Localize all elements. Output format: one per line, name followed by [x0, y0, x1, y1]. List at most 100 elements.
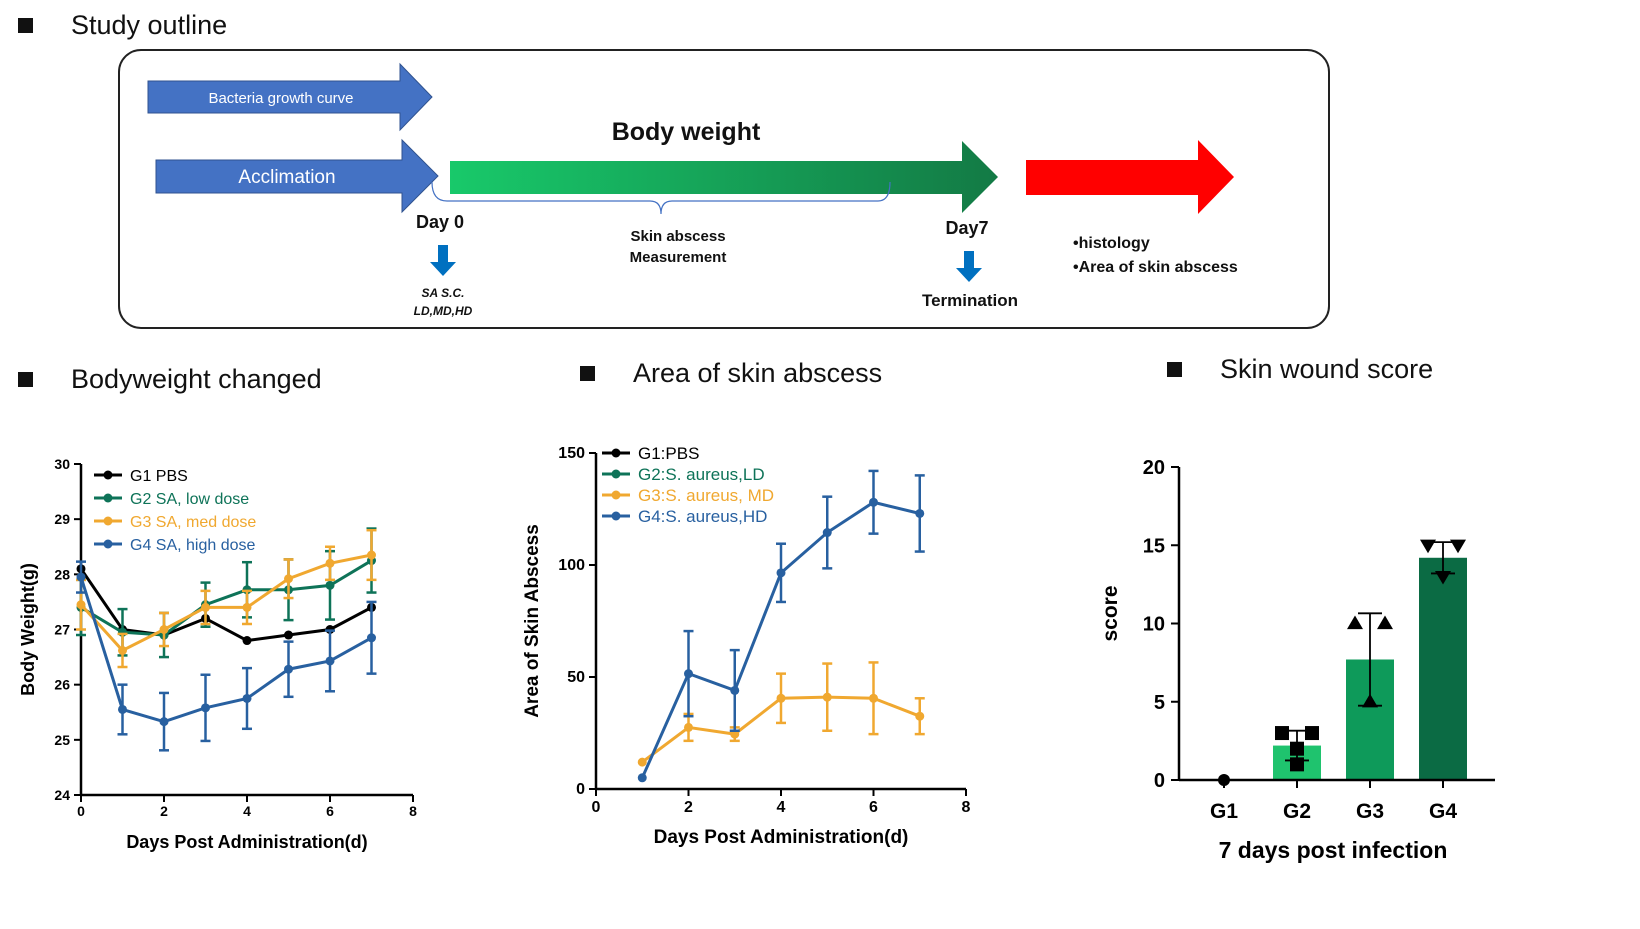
data-point [869, 497, 878, 507]
sasc-line2: LD,MD,HD [414, 304, 473, 318]
y-tick-label: 24 [54, 787, 70, 803]
x-tick-label: G2 [1283, 800, 1311, 823]
acclimation-label: Acclimation [238, 167, 335, 188]
y-tick-label: 5 [1154, 692, 1165, 714]
data-point [159, 625, 169, 634]
x-tick-label: 2 [160, 803, 168, 819]
score-point [1347, 615, 1363, 630]
y-tick-label: 100 [558, 557, 585, 574]
bodyweight-heading-text: Bodyweight changed [71, 364, 322, 394]
x-tick-label: G1 [1210, 800, 1238, 823]
section-heading-abscess: Area of skin abscess [580, 358, 882, 389]
x-axis-label: Days Post Administration(d) [126, 832, 367, 852]
data-point [201, 703, 210, 713]
legend-marker [103, 470, 113, 480]
x-tick-label: 2 [684, 799, 693, 816]
legend-marker [611, 469, 621, 479]
data-point [242, 602, 252, 612]
legend-label: G1 PBS [130, 468, 188, 485]
data-point [367, 633, 376, 643]
x-tick-label: G4 [1429, 800, 1457, 823]
y-tick-label: 29 [54, 511, 70, 527]
data-point [684, 722, 693, 732]
day0-down-arrow-icon [430, 245, 456, 276]
score-point [1377, 615, 1393, 630]
data-point [776, 568, 786, 578]
wound-heading-text: Skin wound score [1220, 354, 1434, 384]
legend-label: G2 SA, low dose [130, 491, 249, 508]
data-point [242, 636, 252, 646]
data-point [159, 717, 169, 727]
legend-marker [103, 539, 113, 549]
y-tick-label: 50 [567, 669, 585, 686]
score-point [1450, 539, 1466, 554]
square-bullet-icon [18, 372, 33, 387]
legend-marker [103, 493, 113, 503]
data-point [284, 664, 293, 674]
data-point [637, 773, 647, 783]
x-axis-label: 7 days post infection [1219, 837, 1448, 863]
data-point [76, 600, 86, 610]
section-heading-outline: Study outline [18, 10, 227, 41]
series-line [79, 553, 372, 653]
skin-abscess-bracket [431, 181, 891, 215]
data-point [822, 528, 832, 538]
legend-marker [611, 448, 621, 458]
score-point [1362, 693, 1378, 708]
series-line [79, 576, 373, 724]
y-tick-label: 25 [54, 732, 70, 748]
y-tick-label: 0 [1154, 770, 1165, 792]
y-tick-label: 20 [1143, 457, 1165, 479]
data-point [325, 656, 335, 666]
y-axis-label: Area of Skin Abscess [522, 524, 543, 718]
score-point [1275, 726, 1289, 741]
x-tick-label: 8 [409, 803, 417, 819]
x-axis-label: Days Post Administration(d) [654, 827, 909, 848]
day7-down-arrow-icon [956, 251, 982, 282]
data-point [869, 693, 878, 703]
legend-label: G4:S. aureus,HD [638, 507, 767, 526]
bar [1419, 557, 1467, 780]
y-tick-label: 0 [576, 781, 585, 798]
outline-heading-text: Study outline [71, 10, 228, 40]
sasc-line1: SA S.C. [422, 286, 465, 300]
legend-label: G3 SA, med dose [130, 514, 256, 531]
square-bullet-icon [1167, 362, 1182, 377]
bacteria-growth-label: Bacteria growth curve [208, 90, 353, 107]
bacteria-growth-arrow [147, 62, 433, 132]
x-tick-label: 4 [243, 803, 251, 819]
y-axis-label: score [1099, 585, 1122, 641]
data-point [637, 757, 647, 767]
series-line [79, 567, 373, 643]
body-weight-arrow [450, 141, 998, 213]
data-point [915, 711, 925, 721]
data-point [822, 692, 832, 702]
study-outline-diagram: Bacteria growth curve Acclimation Body w… [118, 49, 1330, 329]
legend-label: G1:PBS [638, 444, 699, 463]
section-heading-bodyweight: Bodyweight changed [18, 364, 322, 395]
outcome-bullet-area: •Area of skin abscess [1073, 259, 1238, 276]
x-tick-label: 0 [592, 799, 601, 816]
series-line [80, 559, 373, 637]
legend-marker [611, 490, 621, 500]
section-heading-wound: Skin wound score [1167, 354, 1433, 385]
x-tick-label: G3 [1356, 800, 1384, 823]
data-point [284, 574, 293, 584]
score-point [1290, 757, 1304, 772]
y-tick-label: 15 [1143, 535, 1165, 557]
square-bullet-icon [580, 366, 595, 381]
legend-label: G2:S. aureus,LD [638, 465, 765, 484]
data-point [118, 645, 127, 655]
body-weight-label: Body weight [612, 118, 761, 146]
legend-label: G4 SA, high dose [130, 537, 256, 554]
outline-frame [118, 49, 1330, 329]
x-tick-label: 6 [869, 799, 878, 816]
data-point [201, 602, 210, 612]
score-point [1290, 741, 1304, 756]
square-bullet-icon [18, 18, 33, 33]
y-tick-label: 27 [54, 622, 70, 638]
abscess-heading-text: Area of skin abscess [633, 358, 883, 388]
